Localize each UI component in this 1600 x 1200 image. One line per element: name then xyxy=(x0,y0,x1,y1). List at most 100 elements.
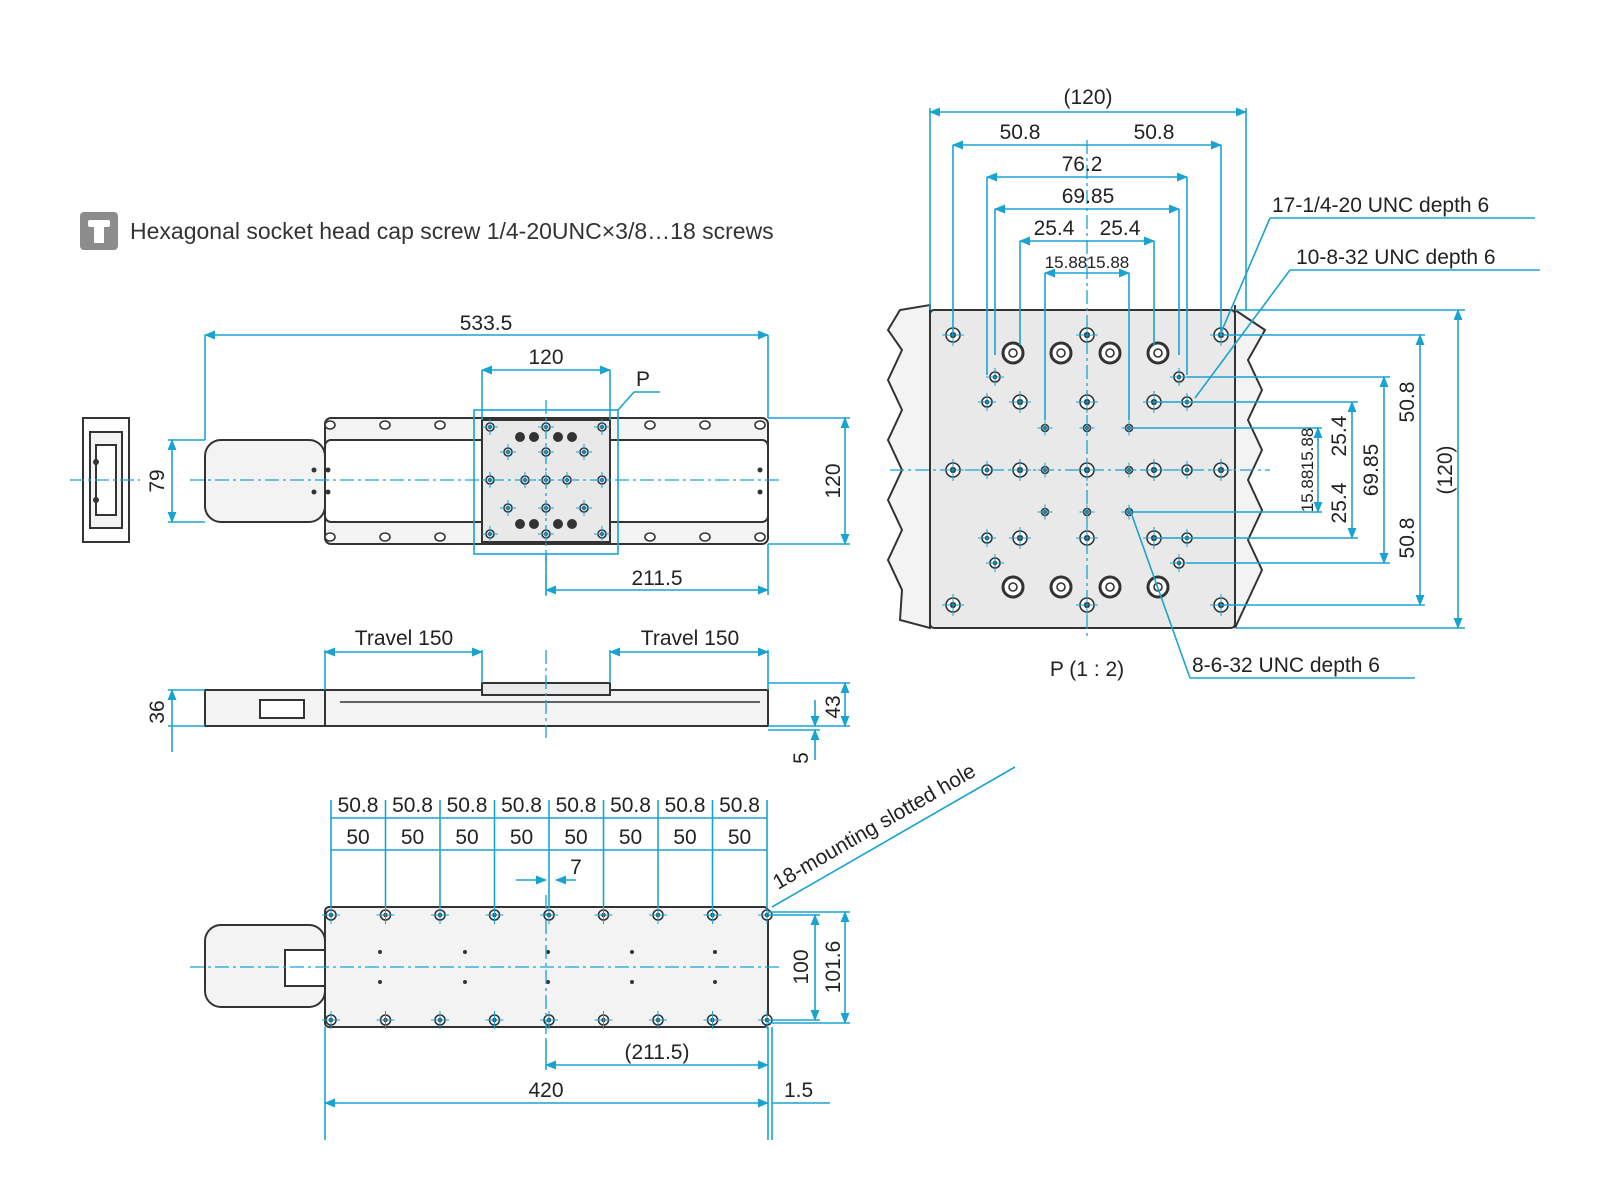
slot-hole xyxy=(324,532,336,542)
slot-hole xyxy=(379,420,391,430)
hex-socket-screw-icon xyxy=(80,212,118,250)
slot-hole xyxy=(699,532,711,542)
dim-bottom-center-offset: (211.5) xyxy=(625,1041,690,1064)
counterbore-hole xyxy=(529,519,539,529)
dim-detail-v-6985: 69.85 xyxy=(1360,444,1383,497)
dim-pitch-mm: 50 xyxy=(728,826,751,849)
dim-detail-6985: 69.85 xyxy=(1062,185,1115,208)
dim-detail-v-254-bottom: 25.4 xyxy=(1328,482,1351,523)
pin-hole xyxy=(325,489,331,495)
pin-hole xyxy=(463,950,467,954)
dim-detail-overall: (120) xyxy=(1063,86,1112,109)
dim-pitch-inch: 50.8 xyxy=(610,794,651,817)
pin-hole xyxy=(713,950,717,954)
counterbore-hole xyxy=(567,432,577,442)
detail-vertical-dims: (120) 50.8 50.8 69.85 25.4 25.4 15.88 15… xyxy=(1129,308,1465,630)
pitch-dims: 50.85050.85050.85050.85050.85050.85050.8… xyxy=(330,794,768,908)
side-view: Travel 150 Travel 150 36 43 5 xyxy=(146,627,850,764)
note-1420-unc: 17-1/4-20 UNC depth 6 xyxy=(1272,194,1489,217)
dim-detail-v-1588-bottom: 15.88 xyxy=(1298,470,1317,513)
dim-detail-v-508-top: 50.8 xyxy=(1396,382,1419,423)
dim-table-width: 120 xyxy=(528,346,563,369)
screw-legend: Hexagonal socket head cap screw 1/4-20UN… xyxy=(80,212,774,250)
pin-hole xyxy=(546,950,550,954)
pin-hole xyxy=(311,467,317,473)
counterbore-hole xyxy=(515,519,525,529)
dim-pitch-mm: 50 xyxy=(673,826,696,849)
note-632-unc: 8-6-32 UNC depth 6 xyxy=(1192,654,1380,677)
dim-pitch-inch: 50.8 xyxy=(447,794,488,817)
counterbore-hole xyxy=(515,432,525,442)
dim-base-length: 420 xyxy=(528,1079,563,1102)
detail-ref-label: P xyxy=(636,368,650,391)
dim-width-outer: 101.6 xyxy=(822,941,845,994)
counterbore-hole xyxy=(553,432,563,442)
slot-hole xyxy=(434,420,446,430)
base-slot-holes xyxy=(311,420,766,542)
legend-text: Hexagonal socket head cap screw 1/4-20UN… xyxy=(130,217,774,244)
dim-pitch-inch: 50.8 xyxy=(501,794,542,817)
dim-pitch-inch: 50.8 xyxy=(392,794,433,817)
dim-pitch-mm: 50 xyxy=(619,826,642,849)
dim-detail-v-508-bottom: 50.8 xyxy=(1396,518,1419,559)
pin-hole xyxy=(757,467,763,473)
dim-bottom-gap: 5 xyxy=(790,752,813,764)
detail-notes: 17-1/4-20 UNC depth 6 10-8-32 UNC depth … xyxy=(1128,194,1540,679)
slot-hole xyxy=(324,420,336,430)
pin-hole xyxy=(630,950,634,954)
detail-horizontal-dims: (120) 50.8 50.8 76.2 69.85 25.4 25.4 15.… xyxy=(928,86,1248,420)
pin-hole xyxy=(546,980,550,984)
travel-right: Travel 150 xyxy=(641,627,739,650)
detail-title: P (1 : 2) xyxy=(1050,658,1124,681)
counterbore-hole xyxy=(529,432,539,442)
dim-width-inner: 100 xyxy=(790,949,813,984)
dim-detail-v-overall: (120) xyxy=(1434,445,1457,494)
pin-hole xyxy=(378,950,382,954)
slot-hole xyxy=(699,420,711,430)
slot-hole xyxy=(644,532,656,542)
dim-pitch-mm: 50 xyxy=(510,826,533,849)
dim-pitch-inch: 50.8 xyxy=(556,794,597,817)
dim-side-height-left: 36 xyxy=(146,700,169,723)
slot-hole xyxy=(434,532,446,542)
dim-base-height: 79 xyxy=(146,469,169,492)
dim-pitch-mm: 50 xyxy=(346,826,369,849)
detail-view: P (1 : 2) (120) 50.8 50.8 76.2 69.85 25.… xyxy=(886,86,1540,681)
pin-hole xyxy=(325,467,331,473)
dim-end-gap: 1.5 xyxy=(784,1079,813,1102)
motor-body xyxy=(204,439,326,523)
pin-hole xyxy=(311,489,317,495)
counterbore-hole xyxy=(567,519,577,529)
dim-pitch-mm: 50 xyxy=(401,826,424,849)
dim-detail-254-right: 25.4 xyxy=(1100,217,1141,240)
travel-left: Travel 150 xyxy=(355,627,453,650)
note-832-unc: 10-8-32 UNC depth 6 xyxy=(1296,246,1496,269)
pin-hole xyxy=(378,980,382,984)
dim-detail-508-left: 50.8 xyxy=(1000,121,1041,144)
dim-detail-762: 76.2 xyxy=(1062,153,1103,176)
slot-hole xyxy=(644,420,656,430)
dim-pitch-inch: 50.8 xyxy=(719,794,760,817)
dim-detail-508-right: 50.8 xyxy=(1134,121,1175,144)
dim-detail-v-254-top: 25.4 xyxy=(1328,415,1351,456)
pin-hole xyxy=(630,980,634,984)
counterbore-hole xyxy=(553,519,563,529)
slot-hole xyxy=(754,532,766,542)
pin-hole xyxy=(757,489,763,495)
detail-holes xyxy=(942,324,1232,616)
dim-detail-v-1588-top: 15.88 xyxy=(1298,428,1317,471)
dim-detail-1588-right: 15.88 xyxy=(1087,253,1130,272)
dim-center-offset: 211.5 xyxy=(632,567,683,590)
bottom-view: 50.85050.85050.85050.85050.85050.85050.8… xyxy=(190,759,1016,1140)
slot-hole xyxy=(754,420,766,430)
pin-hole xyxy=(713,980,717,984)
dim-detail-254-left: 25.4 xyxy=(1034,217,1075,240)
dim-detail-1588-left: 15.88 xyxy=(1045,253,1088,272)
dim-side-height-right: 43 xyxy=(822,695,845,718)
dim-overall-length: 533.5 xyxy=(460,312,513,335)
dim-table-height: 120 xyxy=(822,463,845,498)
top-view: 533.5 120 P 79 120 211.5 xyxy=(70,312,850,600)
dim-pitch-mm: 50 xyxy=(564,826,587,849)
pin-hole xyxy=(463,980,467,984)
